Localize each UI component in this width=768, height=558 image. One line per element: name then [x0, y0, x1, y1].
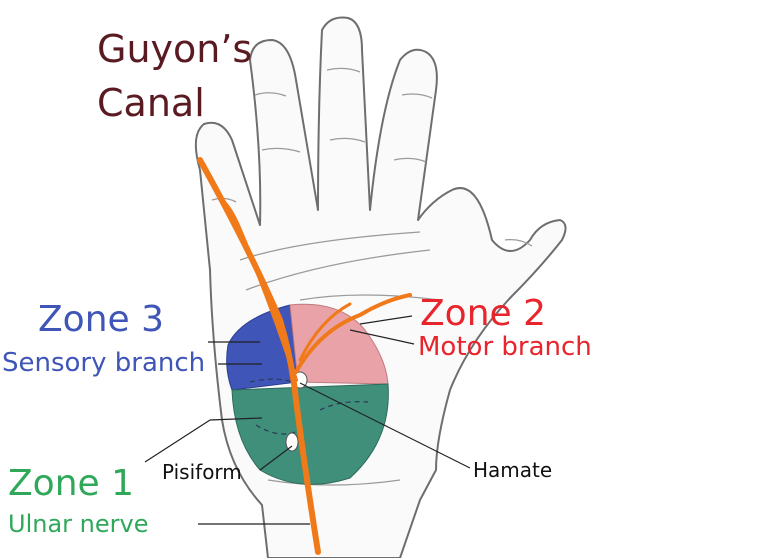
- zone1-sublabel: Ulnar nerve: [8, 510, 149, 538]
- zone1-label: Zone 1: [8, 463, 134, 504]
- pisiform-bone: [285, 432, 299, 452]
- zone3-label: Zone 3: [38, 299, 164, 340]
- hamate-label: Hamate: [473, 458, 553, 482]
- zone2-region: [289, 303, 389, 385]
- pisiform-label: Pisiform: [162, 460, 242, 484]
- ulnar-nerve: [197, 157, 412, 555]
- zone3-sublabel: Sensory branch: [2, 348, 206, 378]
- diagram-title-line2: Canal: [97, 81, 205, 125]
- zone2-label: Zone 2: [420, 293, 546, 334]
- leader-lines: [144, 315, 471, 525]
- diagram-title-line1: Guyon’s: [97, 27, 253, 71]
- zone2-sublabel: Motor branch: [418, 332, 592, 362]
- zone-circle: [226, 303, 389, 485]
